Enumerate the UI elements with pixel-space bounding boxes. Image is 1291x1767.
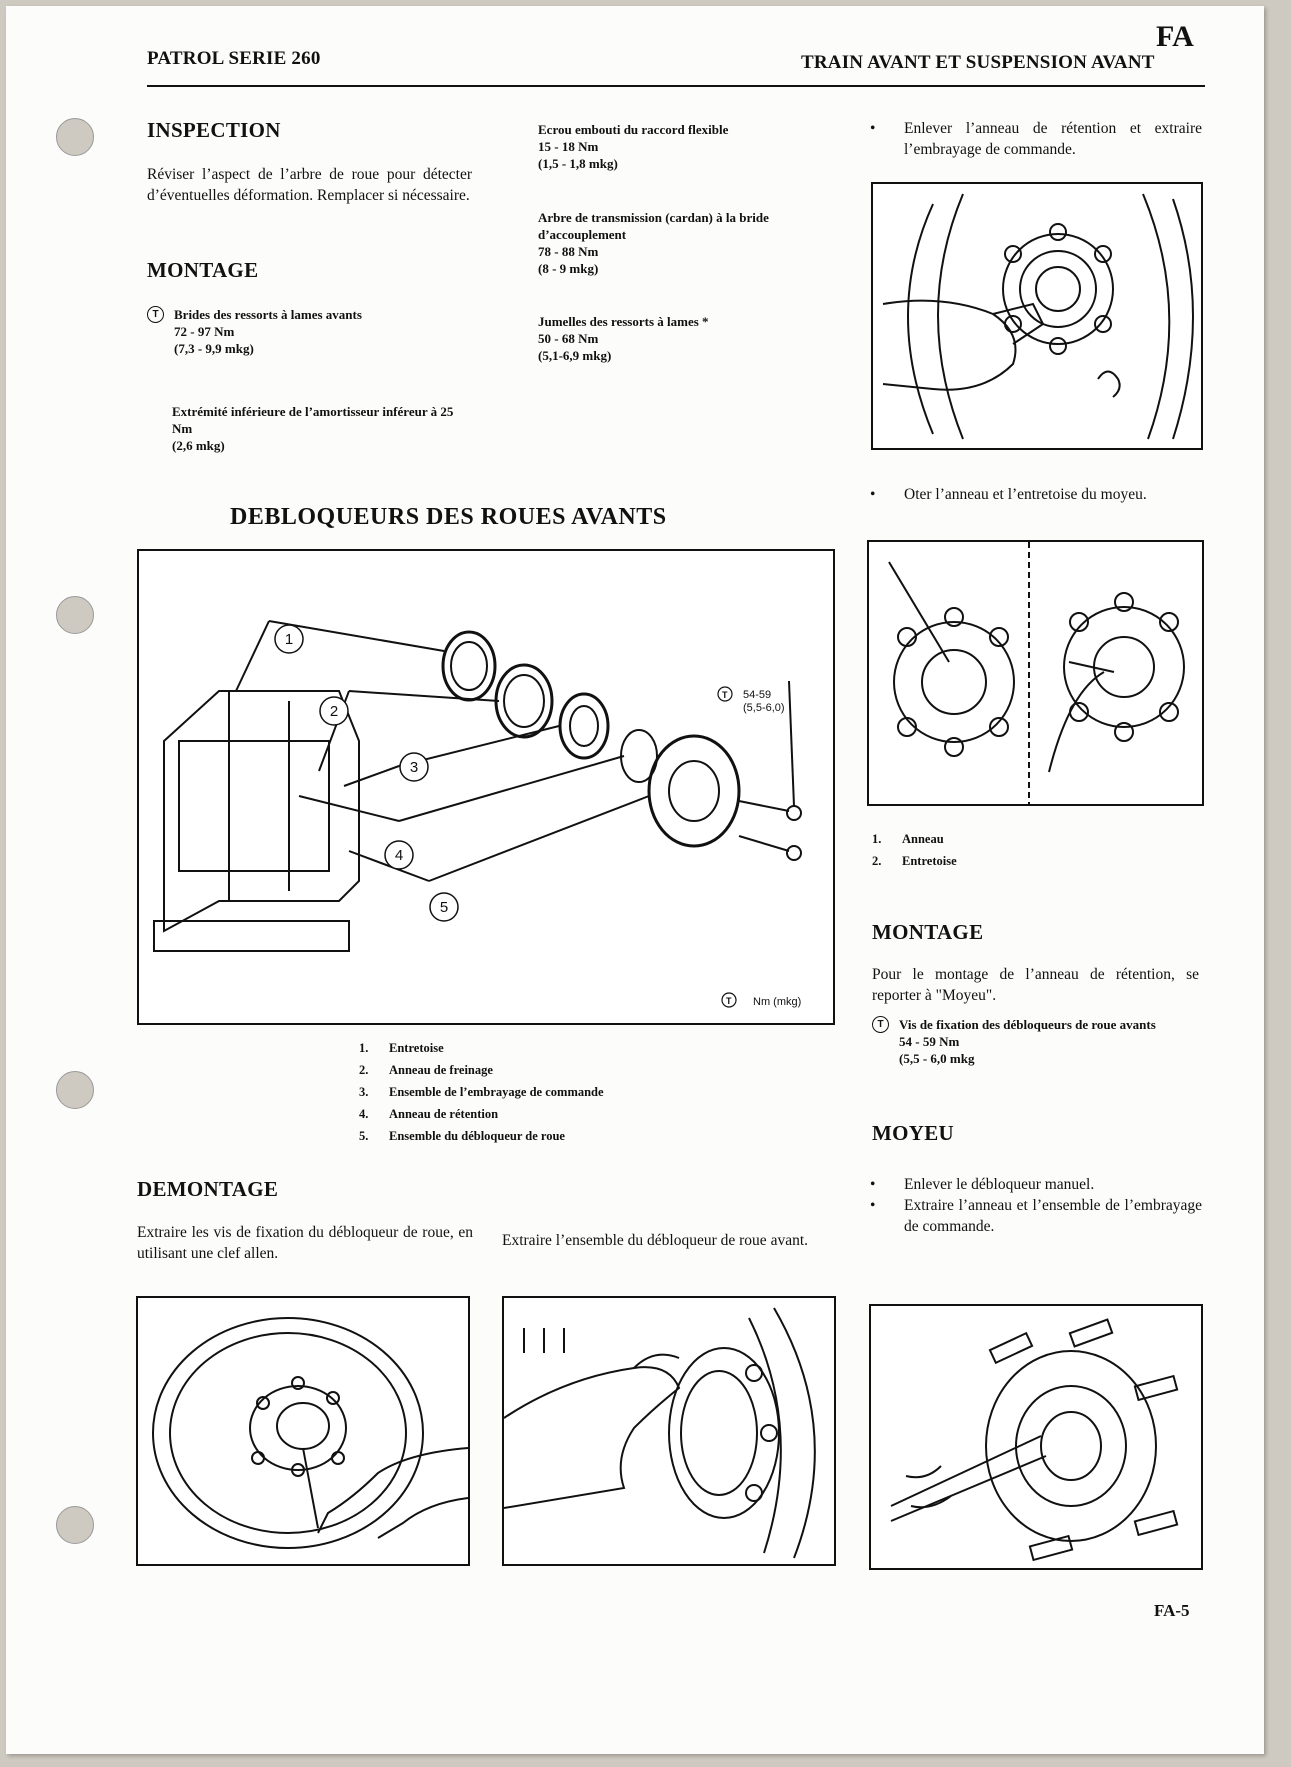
- bullet-list-mid: Oter l’anneau et l’entretoise du moyeu.: [866, 484, 1202, 505]
- torque-callout-mkg: (5,5-6,0): [743, 702, 785, 714]
- torque-spec-flex: Ecrou embouti du raccord flexible 15 - 1…: [538, 121, 838, 172]
- moyeu-bullets: Enlever le débloqueur manuel. Extraire l…: [866, 1174, 1202, 1237]
- legend-item: 1.Entretoise: [359, 1041, 444, 1055]
- moyeu-title: MOYEU: [872, 1121, 954, 1145]
- bullet-item: Oter l’anneau et l’entretoise du moyeu.: [866, 484, 1202, 505]
- figure-remove-ring: [869, 1304, 1203, 1570]
- callout-1: 1: [285, 631, 293, 648]
- torque-spec-freewheel: T Vis de fixation des débloqueurs de rou…: [872, 1016, 1202, 1067]
- torque-callout-nm: 54-59: [743, 689, 771, 701]
- torque-label: Brides des ressorts à lames avants: [174, 307, 362, 322]
- torque-spec-shock: Extrémité inférieure de l’amortisseur in…: [172, 403, 472, 454]
- torque-label: Arbre de transmission (cardan) à la brid…: [538, 210, 769, 242]
- exploded-view-illustration: 1 2 3 4 5 T 54-59 (5,5-6,0) T Nm (mkg): [153, 620, 802, 1008]
- legend-item: 5.Ensemble du débloqueur de roue: [359, 1129, 565, 1143]
- legend-item: 1.Anneau: [872, 832, 944, 846]
- callout-3: 3: [410, 759, 418, 776]
- hub-hand-illustration: [882, 193, 1194, 440]
- svg-text:T: T: [726, 996, 732, 1006]
- bullet-list-top: Enlever l’anneau de rétention et extrair…: [866, 118, 1202, 160]
- unit-label: Nm (mkg): [753, 996, 801, 1008]
- torque-spec-springs: T Brides des ressorts à lames avants 72 …: [147, 306, 477, 357]
- figure-retention-ring: [871, 182, 1203, 450]
- torque-icon: T: [147, 306, 164, 323]
- legend-item: 4.Anneau de rétention: [359, 1107, 499, 1121]
- inspection-text: Réviser l’aspect de l’arbre de roue pour…: [147, 166, 472, 204]
- header-rule: [147, 85, 1205, 87]
- torque-mkg: (1,5 - 1,8 mkg): [538, 156, 618, 171]
- figure-remove-assembly: [502, 1296, 836, 1566]
- figure-exploded-freewheel: 1 2 3 4 5 T 54-59 (5,5-6,0) T Nm (mkg): [137, 549, 835, 1025]
- torque-mkg: (2,6 mkg): [172, 438, 225, 453]
- hub-pliers-illustration: [890, 1318, 1179, 1562]
- montage-text-right: Pour le montage de l’anneau de rétention…: [872, 966, 1199, 1004]
- torque-label: Ecrou embouti du raccord flexible: [538, 122, 729, 137]
- montage-title: MONTAGE: [147, 258, 259, 282]
- punch-hole: [56, 1506, 94, 1544]
- inspection-title: INSPECTION: [147, 118, 281, 142]
- svg-text:T: T: [722, 690, 728, 700]
- demontage-title: DEMONTAGE: [137, 1177, 279, 1201]
- section-code: FA: [1156, 20, 1194, 53]
- page-number: FA-5: [1154, 1601, 1190, 1620]
- torque-spec-driveshaft: Arbre de transmission (cardan) à la brid…: [538, 209, 838, 277]
- torque-mkg: (8 - 9 mkg): [538, 261, 599, 276]
- header-model: PATROL SERIE 260: [147, 48, 321, 69]
- demontage-text-left: Extraire les vis de fixation du débloque…: [137, 1224, 473, 1262]
- hub-split-illustration: [888, 542, 1185, 804]
- callout-5: 5: [440, 899, 448, 916]
- torque-mkg: (7,3 - 9,9 mkg): [174, 341, 254, 356]
- callout-4: 4: [395, 847, 403, 864]
- torque-nm: 50 - 68 Nm: [538, 331, 599, 346]
- bullet-item: Enlever l’anneau de rétention et extrair…: [866, 118, 1202, 160]
- figure-legend-ring-spacer: 1.Anneau 2.Entretoise: [872, 828, 957, 872]
- torque-mkg: (5,5 - 6,0 mkg: [899, 1051, 975, 1066]
- callout-2: 2: [330, 703, 338, 720]
- torque-label: Extrémité inférieure de l’amortisseur in…: [172, 404, 454, 436]
- bullet-item: Enlever le débloqueur manuel.: [866, 1174, 1202, 1195]
- torque-label: Vis de fixation des débloqueurs de roue …: [899, 1017, 1156, 1032]
- punch-hole: [56, 118, 94, 156]
- montage-title-right: MONTAGE: [872, 920, 984, 944]
- torque-nm: 54 - 59 Nm: [899, 1034, 960, 1049]
- document-page: PATROL SERIE 260 FA TRAIN AVANT ET SUSPE…: [6, 6, 1264, 1754]
- header-section: TRAIN AVANT ET SUSPENSION AVANT: [801, 52, 1155, 73]
- torque-nm: 15 - 18 Nm: [538, 139, 599, 154]
- legend-item: 2.Anneau de freinage: [359, 1063, 493, 1077]
- demontage-text-mid: Extraire l’ensemble du débloqueur de rou…: [502, 1232, 809, 1249]
- torque-icon: T: [872, 1016, 889, 1033]
- torque-nm: 78 - 88 Nm: [538, 244, 599, 259]
- punch-hole: [56, 596, 94, 634]
- figure-ring-spacer: [867, 540, 1204, 806]
- legend-item: 2.Entretoise: [872, 854, 957, 868]
- debloqueurs-title: DEBLOQUEURS DES ROUES AVANTS: [230, 504, 667, 530]
- punch-hole: [56, 1071, 94, 1109]
- bullet-item: Extraire l’anneau et l’ensemble de l’emb…: [866, 1195, 1202, 1237]
- torque-label: Jumelles des ressorts à lames *: [538, 314, 709, 329]
- remove-freewheel-illustration: [504, 1307, 816, 1559]
- torque-spec-shackles: Jumelles des ressorts à lames * 50 - 68 …: [538, 313, 838, 364]
- figure-allen-key: [136, 1296, 470, 1566]
- figure-legend-freewheel: 1.Entretoise 2.Anneau de freinage 3.Ense…: [359, 1037, 604, 1147]
- legend-item: 3.Ensemble de l’embrayage de commande: [359, 1085, 604, 1099]
- wheel-allen-key-illustration: [152, 1317, 468, 1549]
- torque-mkg: (5,1-6,9 mkg): [538, 348, 612, 363]
- torque-nm: 72 - 97 Nm: [174, 324, 235, 339]
